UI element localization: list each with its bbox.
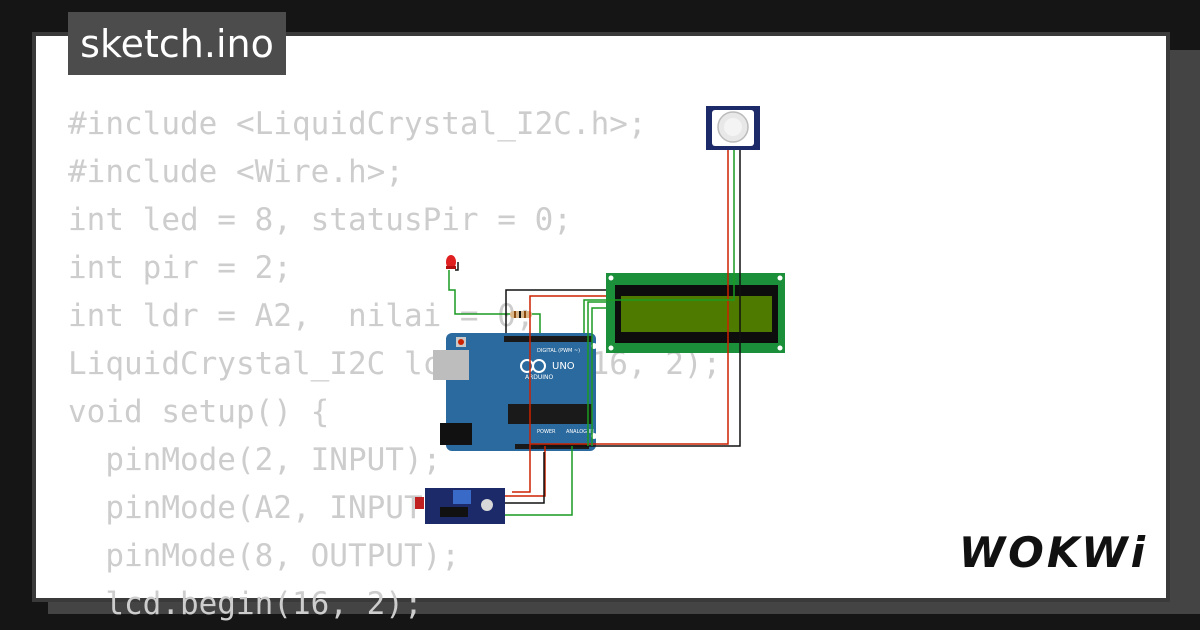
code-line: lcd.begin(16, 2); [68, 586, 423, 622]
code-line: void setup() { [68, 394, 330, 430]
code-line: pinMode(2, INPUT); [68, 442, 442, 478]
wires [448, 150, 741, 516]
led [446, 255, 456, 269]
code-line: int pir = 2; [68, 250, 292, 286]
resistor [510, 311, 532, 318]
digital-label: DIGITAL (PWM ~) [537, 348, 580, 354]
code-line: #include <Wire.h>; [68, 154, 404, 190]
code-preview: #include <LiquidCrystal_I2C.h>; #include … [68, 100, 721, 628]
arduino-board: UNO ARDUINO DIGITAL (PWM ~) POWER ANALOG… [433, 333, 597, 451]
board-brand: ARDUINO [525, 374, 554, 381]
pir-sensor [706, 106, 760, 150]
ldr-module [415, 488, 505, 524]
power-label: POWER [537, 429, 556, 435]
code-line: int ldr = A2, nilai = 0; [68, 298, 535, 334]
code-line: #include <LiquidCrystal_I2C.h>; [68, 106, 647, 142]
preview-card: #include <LiquidCrystal_I2C.h>; #include … [32, 32, 1170, 622]
wokwi-logo: WOKWi [959, 528, 1148, 577]
code-line: pinMode(8, OUTPUT); [68, 538, 460, 574]
board-name: UNO [552, 361, 575, 372]
logo-text: WOKWi [958, 528, 1148, 577]
analog-label: ANALOG IN [566, 429, 594, 435]
file-title-tab: sketch.ino [68, 12, 286, 75]
file-title: sketch.ino [80, 21, 274, 66]
lcd-display [606, 273, 785, 353]
code-line: int led = 8, statusPir = 0; [68, 202, 572, 238]
